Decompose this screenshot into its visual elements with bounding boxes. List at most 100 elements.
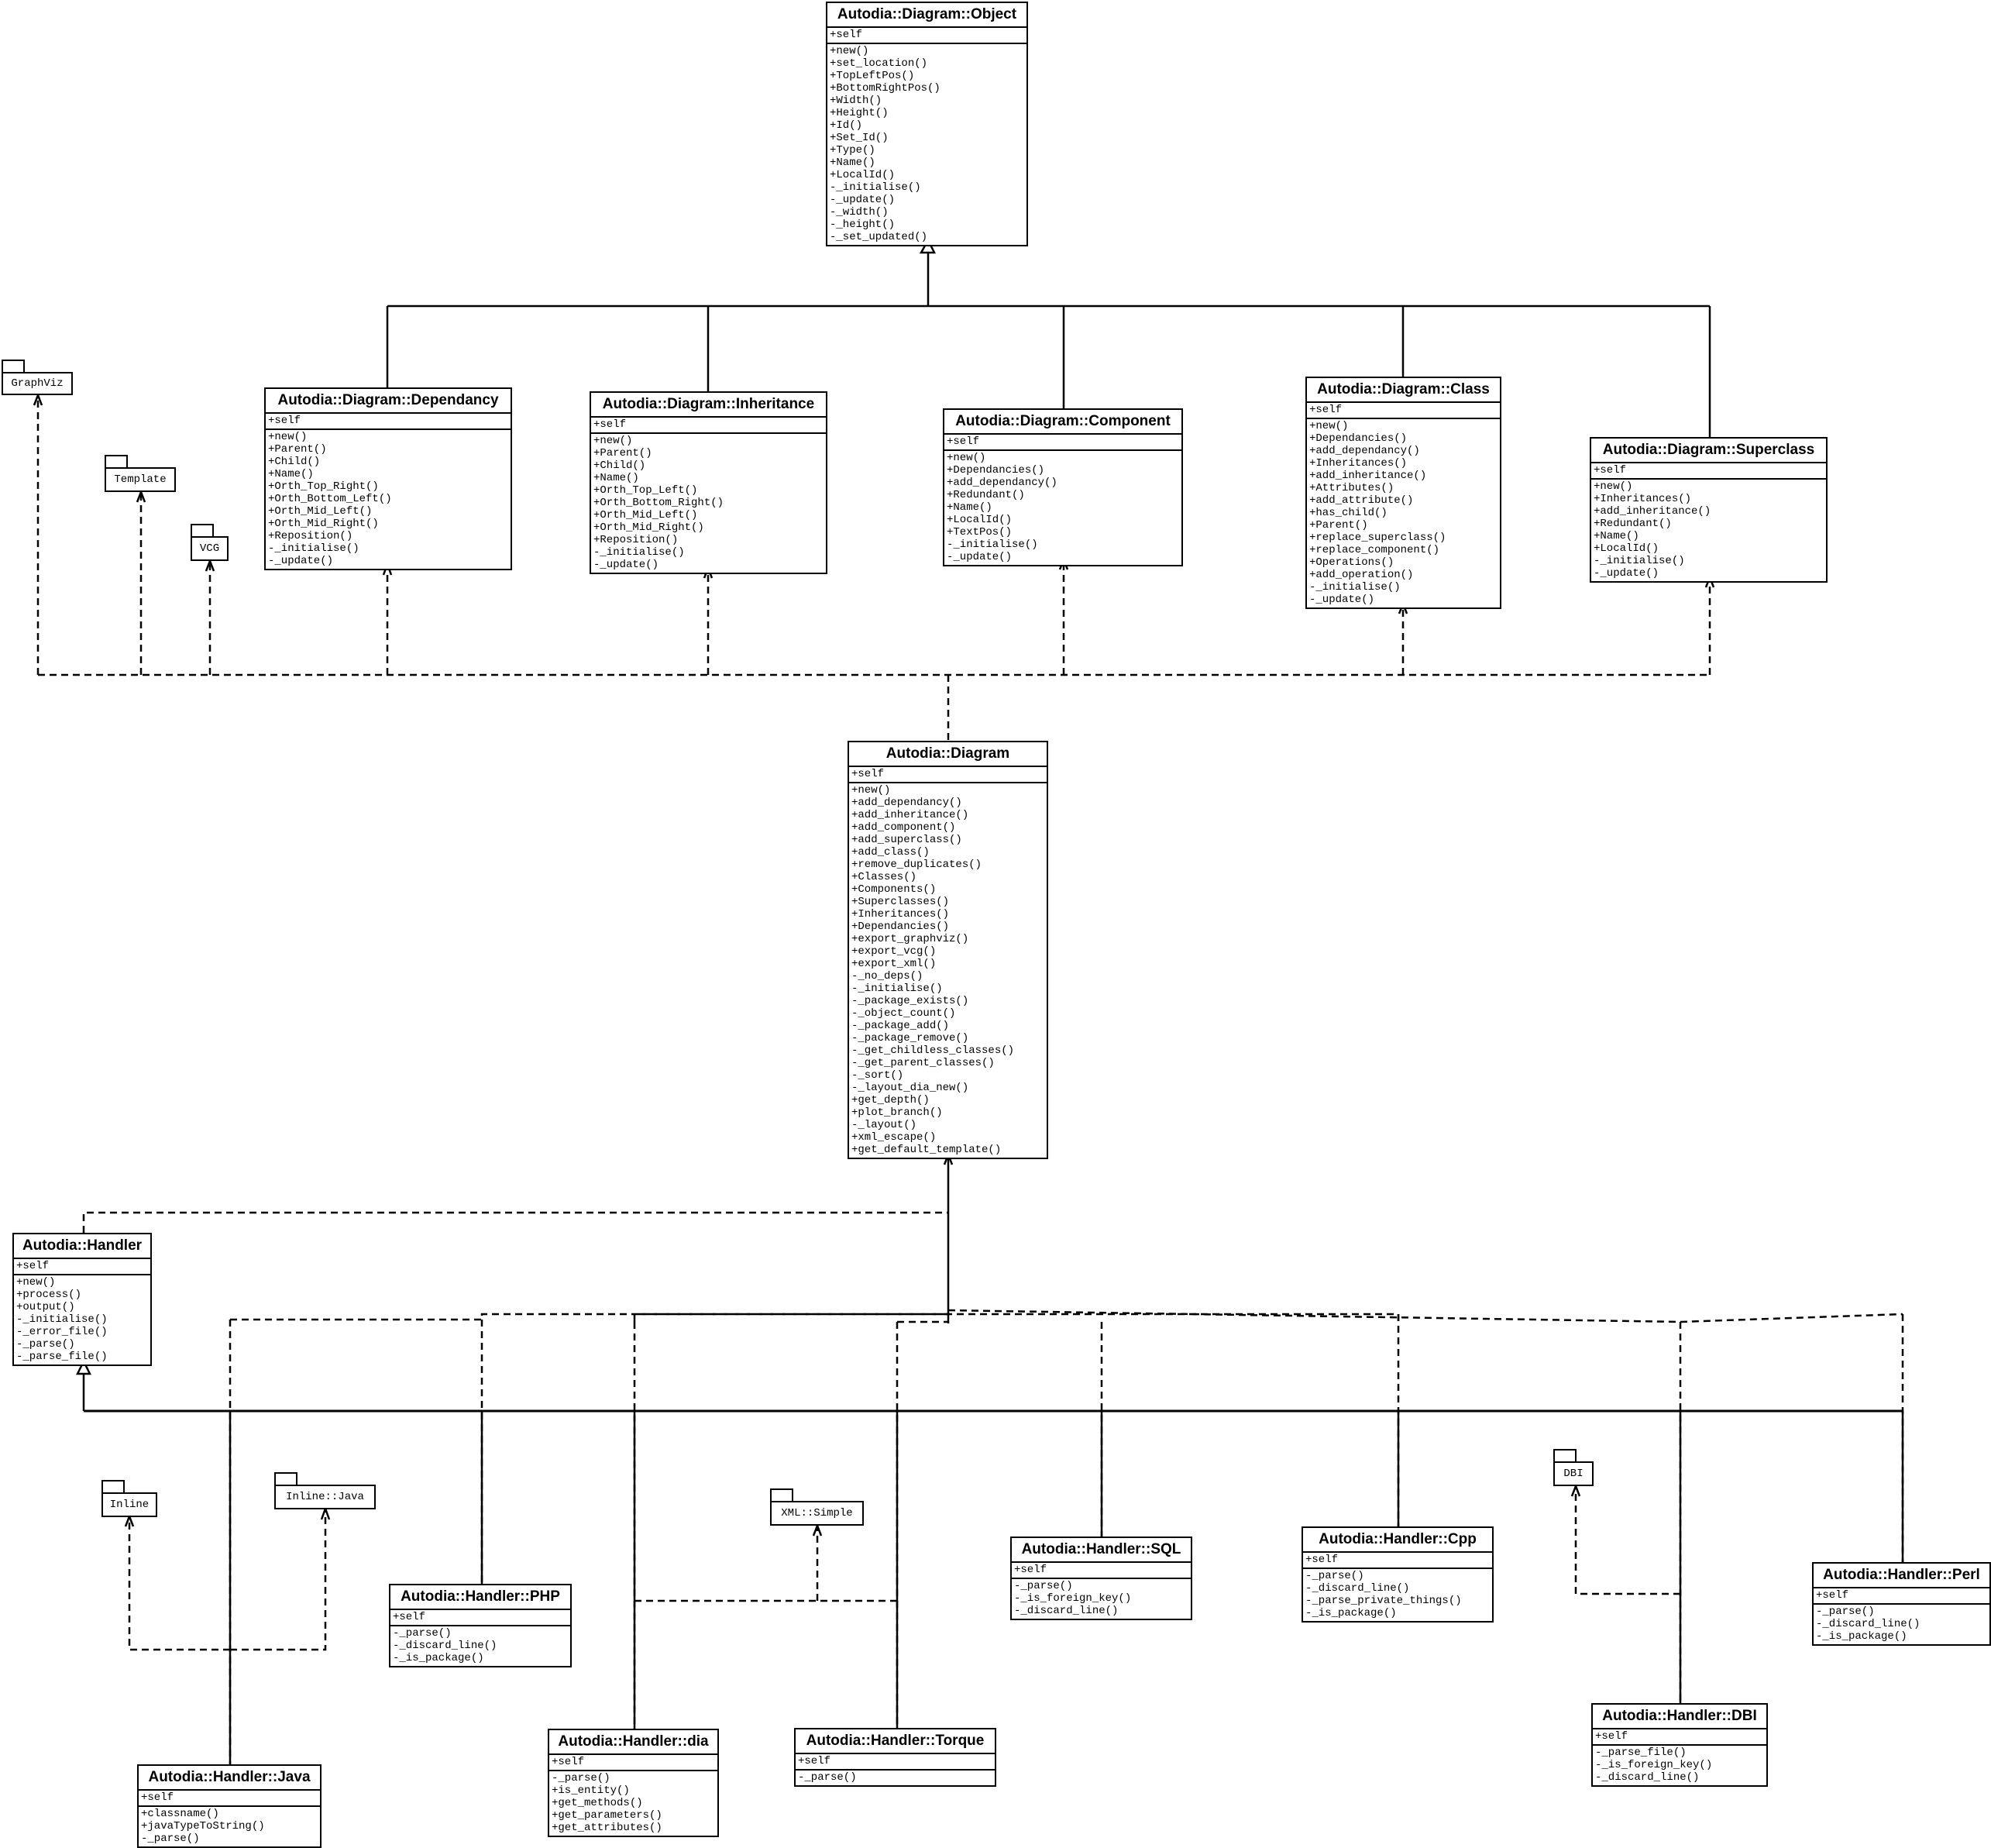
class-name: Autodia::Handler::PHP: [390, 1585, 570, 1610]
package-label: Template: [105, 467, 176, 492]
package-tab: [1553, 1449, 1577, 1463]
dependency-route-a: [230, 1313, 1400, 1323]
operation: -_package_exists(): [851, 995, 969, 1007]
operation: -_discard_line(): [393, 1640, 497, 1652]
operation: +output(): [16, 1301, 75, 1313]
operation: -_is_package(): [1816, 1630, 1907, 1643]
operation: +Orth_Top_Right(): [268, 480, 379, 493]
class-name: Autodia::Handler::Cpp: [1303, 1528, 1492, 1553]
dependency-route-d: [947, 1309, 1903, 1323]
operation: +javaTypeToString(): [141, 1820, 265, 1833]
operation: +Dependancies(): [851, 921, 950, 933]
operation: -_is_foreign_key(): [1014, 1592, 1132, 1605]
operation: +get_methods(): [552, 1797, 643, 1809]
operations-compartment: +new()+Parent()+Child()+Name()+Orth_Top_…: [591, 434, 826, 573]
operations-compartment: +new()+Parent()+Child()+Name()+Orth_Top_…: [266, 430, 511, 569]
operation: +Name(): [947, 501, 992, 514]
operation: +set_location(): [830, 57, 928, 70]
class-name: Autodia::Diagram::Superclass: [1591, 439, 1826, 463]
class-name: Autodia::Handler::SQL: [1012, 1538, 1191, 1563]
dependency-arrowhead-diagram-0: [33, 392, 43, 406]
package-inline: Inline: [101, 1480, 157, 1517]
class-box-php: Autodia::Handler::PHP+self-_parse()-_dis…: [389, 1584, 572, 1667]
class-name: Autodia::Diagram::Component: [944, 410, 1181, 435]
operation: +Set_Id(): [830, 132, 889, 144]
operation: +Classes(): [851, 871, 917, 883]
package-tab: [191, 524, 214, 538]
operation: +Height(): [830, 107, 889, 119]
operation: +replace_component(): [1309, 544, 1440, 556]
operation: -_parse(): [1014, 1580, 1073, 1592]
package-tab: [2, 360, 25, 373]
operation: -_initialise(): [851, 983, 943, 995]
operation: +LocalId(): [830, 169, 896, 181]
attribute: +self: [947, 435, 980, 448]
operation: -_discard_line(): [1595, 1771, 1700, 1784]
operation: +Dependancies(): [1309, 432, 1408, 445]
operation: -_initialise(): [268, 542, 359, 555]
operation: -_initialise(): [830, 181, 921, 194]
dependency-arrowhead-diagram-2: [205, 558, 215, 572]
class-box-cpp: Autodia::Handler::Cpp+self-_parse()-_dis…: [1302, 1526, 1494, 1623]
attribute: +self: [851, 768, 885, 780]
operation: -_parse(): [393, 1627, 452, 1640]
attributes-compartment: +self: [1307, 403, 1500, 419]
attributes-compartment: +self: [1012, 1563, 1191, 1579]
operation: +Parent(): [593, 447, 652, 459]
attribute: +self: [593, 418, 627, 431]
attribute: +self: [1816, 1589, 1849, 1602]
operation: +Orth_Bottom_Right(): [593, 497, 724, 509]
operation: -_get_childless_classes(): [851, 1044, 1015, 1057]
operation: -_update(): [830, 194, 896, 206]
attribute: +self: [1595, 1730, 1628, 1743]
class-box-dia: Autodia::Handler::dia+self-_parse()+is_e…: [548, 1729, 719, 1837]
class-box-dependancy: Autodia::Diagram::Dependancy+self+new()+…: [264, 387, 512, 570]
operation: +Orth_Mid_Right(): [593, 521, 704, 534]
operation: +TextPos(): [947, 526, 1013, 539]
operation: +xml_escape(): [851, 1131, 937, 1144]
operation: -_initialise(): [1309, 581, 1401, 594]
class-name: Autodia::Diagram::Inheritance: [591, 393, 826, 418]
operation: +has_child(): [1309, 507, 1388, 519]
operation: +Name(): [830, 157, 875, 169]
dependency-arrowhead-dbi: [1570, 1483, 1581, 1497]
operation: +Inheritances(): [1594, 493, 1692, 505]
attributes-compartment: +self: [549, 1755, 717, 1771]
operation: -_sort(): [851, 1069, 904, 1082]
operation: -_update(): [1594, 567, 1659, 580]
operation: +get_default_template(): [851, 1144, 1002, 1156]
operations-compartment: +new()+Dependancies()+add_dependancy()+R…: [944, 451, 1181, 565]
attributes-compartment: +self: [390, 1610, 570, 1626]
operations-compartment: -_parse(): [796, 1771, 995, 1785]
operation: +TopLeftPos(): [830, 70, 915, 82]
operation: +new(): [851, 784, 891, 797]
attribute: +self: [1309, 404, 1343, 416]
package-graphviz: GraphViz: [2, 360, 73, 395]
operation: -_error_file(): [16, 1326, 108, 1338]
operation: +new(): [830, 45, 869, 57]
operation: +add_inheritance(): [851, 809, 969, 821]
operation: -_parse(): [141, 1833, 200, 1845]
class-box-inheritance: Autodia::Diagram::Inheritance+self+new()…: [590, 391, 827, 574]
attributes-compartment: +self: [14, 1259, 150, 1275]
attribute: +self: [1594, 464, 1627, 477]
class-name: Autodia::Diagram::Class: [1307, 378, 1500, 403]
operation: -_parse(): [1305, 1570, 1364, 1582]
operation: +BottomRightPos(): [830, 82, 940, 95]
operation: +add_inheritance(): [1594, 505, 1711, 518]
operation: -_update(): [593, 559, 659, 571]
operation: +Components(): [851, 883, 937, 896]
operation: +add_inheritance(): [1309, 470, 1427, 482]
operation: +Name(): [593, 472, 639, 484]
operation: -_parse(): [16, 1338, 75, 1351]
operation: -_package_remove(): [851, 1032, 969, 1044]
operation: +add_dependancy(): [851, 797, 962, 809]
package-vcg: VCG: [191, 524, 229, 561]
operation: -_discard_line(): [1014, 1605, 1119, 1617]
dependency-dbi-package: [1574, 1486, 1680, 1595]
dependency-java-inline-java: [230, 1509, 327, 1651]
package-tab: [770, 1488, 793, 1502]
package-xml_simple: XML::Simple: [770, 1488, 864, 1526]
